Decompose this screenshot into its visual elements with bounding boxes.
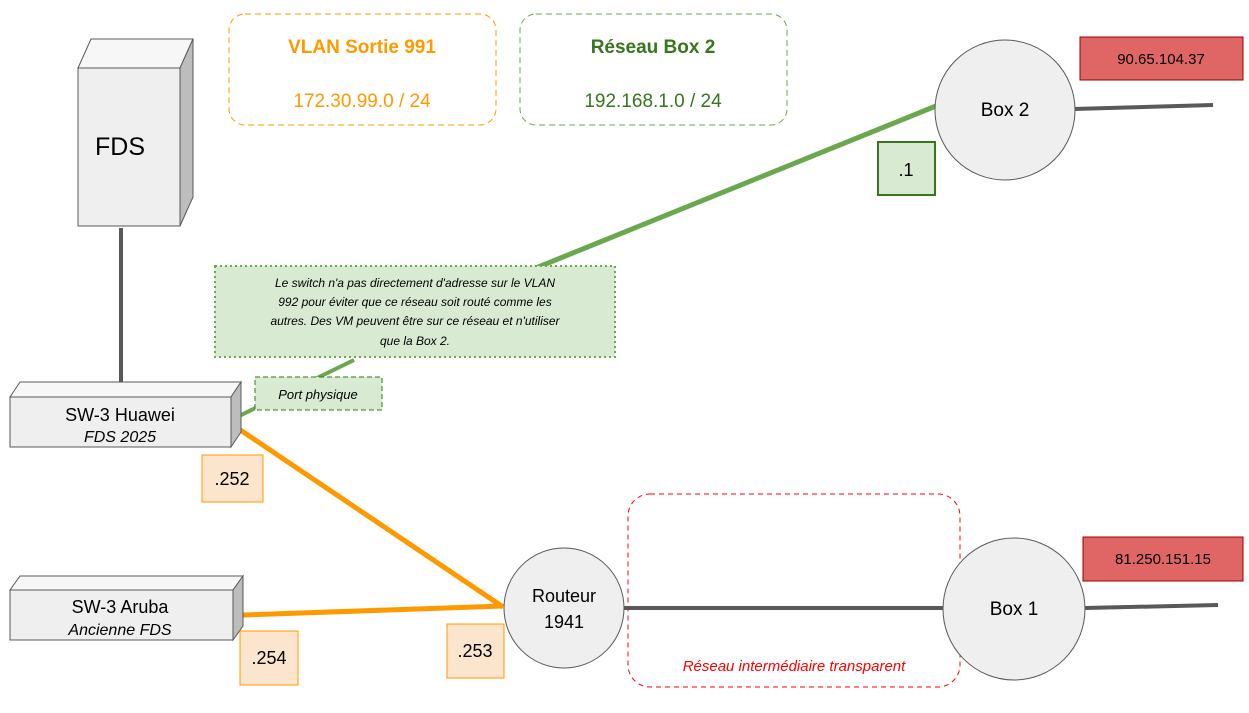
- address-huawei-text: .252: [214, 469, 249, 489]
- fds-server: FDS: [77, 38, 194, 227]
- vlan-sortie-title: VLAN Sortie 991: [288, 37, 436, 58]
- link-box2-green: [515, 103, 937, 279]
- address-box2-text: .1: [898, 160, 913, 180]
- reseau-box2-subnet: 192.168.1.0 / 24: [584, 91, 722, 112]
- routeur-line2: 1941: [544, 612, 584, 632]
- address-routeur-text: .253: [457, 641, 492, 661]
- switch-huawei-name: SW-3 Huawei: [65, 405, 175, 425]
- vlan992-note-line3: autres. Des VM peuvent être sur ce résea…: [270, 314, 560, 328]
- vlan-sortie-subnet: 172.30.99.0 / 24: [293, 91, 431, 112]
- fds-label: FDS: [95, 133, 145, 161]
- switch-aruba-subtitle: Ancienne FDS: [67, 622, 171, 639]
- reseau-intermediaire-zone: Réseau intermédiaire transparent: [627, 493, 961, 688]
- link-aruba-routeur: [242, 603, 504, 618]
- switch-huawei-subtitle: FDS 2025: [84, 429, 156, 446]
- vlan992-note-line1: Le switch n'a pas directement d'adresse …: [275, 276, 555, 290]
- vlan992-note-line2: 992 pour éviter que ce réseau soit routé…: [278, 295, 551, 309]
- vlan-sortie-box: VLAN Sortie 991 172.30.99.0 / 24: [228, 13, 497, 126]
- switch-aruba-name: SW-3 Aruba: [72, 597, 170, 617]
- reseau-intermediaire-label: Réseau intermédiaire transparent: [683, 658, 906, 675]
- vlan992-note-line4: que la Box 2.: [380, 334, 450, 348]
- reseau-box2-title: Réseau Box 2: [591, 37, 716, 58]
- public-ip-box1-text: 81.250.151.15: [1115, 551, 1211, 568]
- public-ip-box1: 81.250.151.15: [1082, 536, 1244, 582]
- address-routeur: .253: [446, 623, 505, 679]
- address-huawei: .252: [201, 454, 264, 503]
- box1-label: Box 1: [990, 599, 1039, 620]
- public-ip-box2-text: 90.65.104.37: [1117, 51, 1205, 68]
- link-box1-internet: [1084, 603, 1219, 610]
- port-physique-text: Port physique: [278, 387, 358, 402]
- reseau-box2-box: Réseau Box 2 192.168.1.0 / 24: [519, 13, 788, 126]
- address-aruba: .254: [239, 630, 299, 686]
- routeur-1941: Routeur 1941: [503, 547, 625, 669]
- public-ip-box2: 90.65.104.37: [1079, 36, 1244, 81]
- switch-huawei: SW-3 Huawei FDS 2025: [9, 380, 242, 449]
- routeur-line1: Routeur: [532, 586, 596, 606]
- box2: Box 2: [934, 39, 1076, 181]
- link-huawei-routeur: [231, 422, 505, 610]
- address-box2: .1: [877, 141, 936, 196]
- address-aruba-text: .254: [251, 648, 286, 668]
- box1: Box 1: [942, 537, 1086, 681]
- port-physique-label: Port physique: [254, 376, 383, 411]
- switch-aruba: SW-3 Aruba Ancienne FDS: [9, 574, 244, 642]
- box2-label: Box 2: [981, 100, 1030, 121]
- vlan992-note: Le switch n'a pas directement d'adresse …: [214, 265, 616, 358]
